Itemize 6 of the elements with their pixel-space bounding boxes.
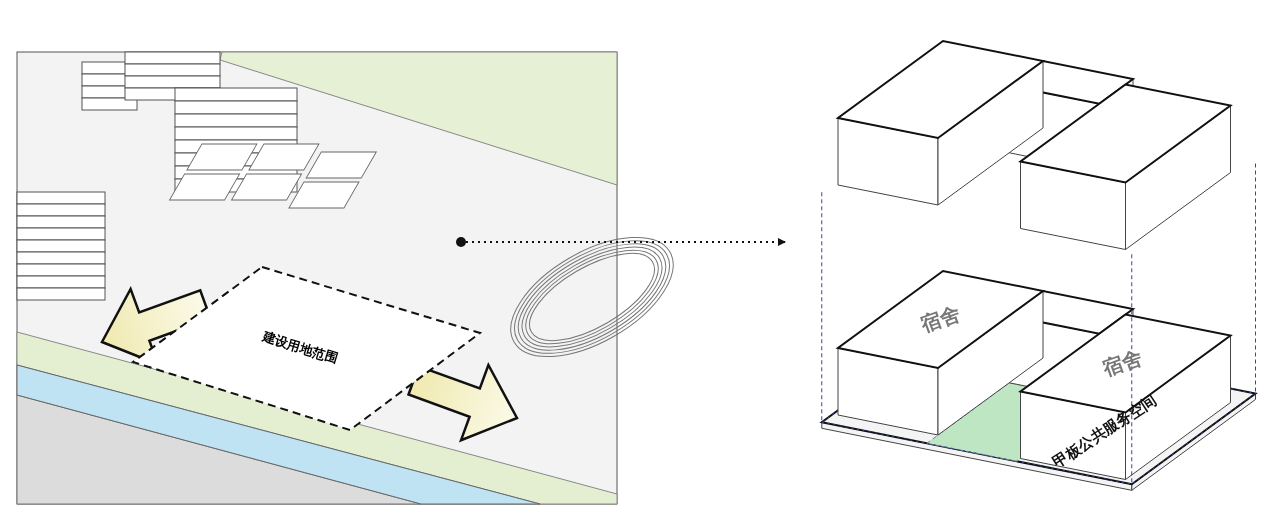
building-label: 宿舍 [1099,343,1147,383]
arrow [465,238,786,246]
building-label: 宿舍 [917,299,964,340]
area-label: 建设用地范围 [260,328,340,368]
dashed-boundary [133,267,480,430]
dot-marker [456,237,466,247]
